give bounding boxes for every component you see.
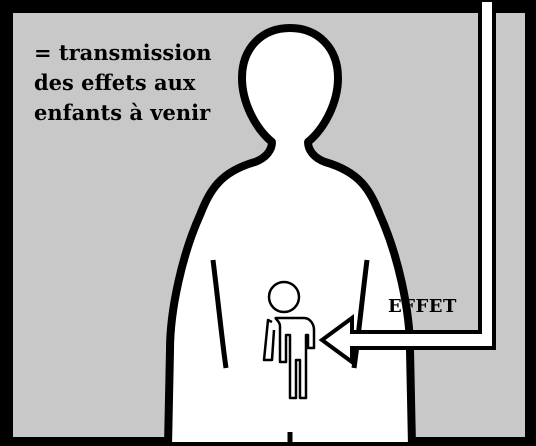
caption-line-3: enfants à venir [34,98,244,128]
caption-line-1: = transmission [34,38,244,68]
effect-label: EFFET [388,296,457,317]
caption-line-2: des effets aux [34,68,244,98]
transmission-caption: = transmission des effets aux enfants à … [34,38,244,128]
